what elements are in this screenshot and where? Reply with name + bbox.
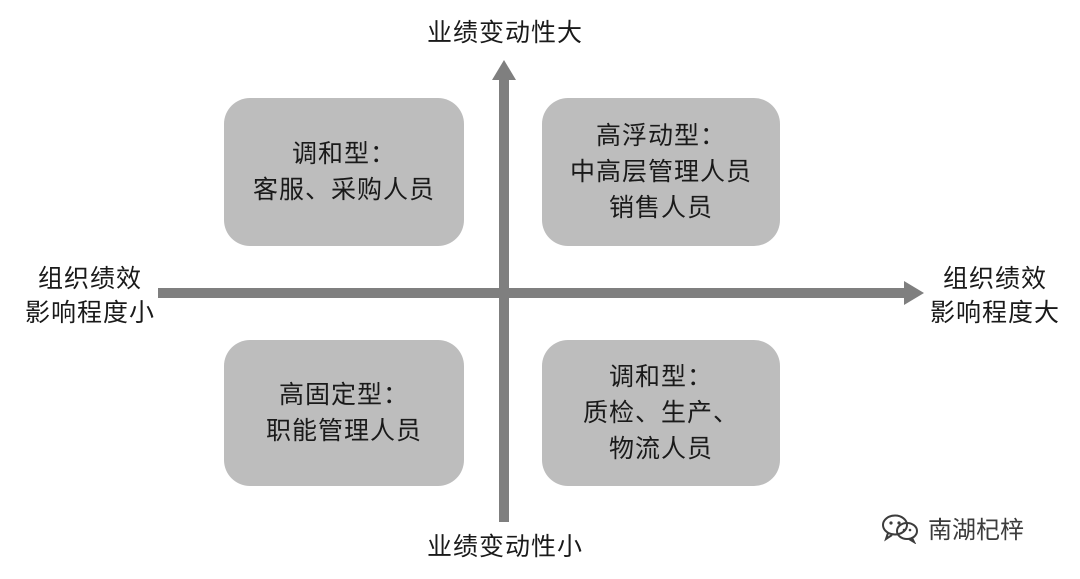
watermark: 南湖杞梓 xyxy=(880,510,1024,545)
axis-label-top: 业绩变动性大 xyxy=(426,18,583,47)
wechat-icon xyxy=(882,514,918,544)
quadrant-top-left: 调和型： 客服、采购人员 xyxy=(224,98,464,246)
quadrant-top-right: 高浮动型： 中高层管理人员 销售人员 xyxy=(542,98,780,246)
axis-label-right-line2: 影响程度大 xyxy=(929,298,1060,327)
horizontal-axis xyxy=(158,288,908,298)
quadrant-title: 高浮动型： xyxy=(595,121,726,150)
axis-label-bottom: 业绩变动性小 xyxy=(426,532,583,561)
quadrant-title: 调和型： xyxy=(291,139,396,168)
axis-label-right-line1: 组织绩效 xyxy=(942,264,1047,293)
vertical-axis xyxy=(499,78,509,522)
quadrant-line: 中高层管理人员 xyxy=(569,157,752,186)
axis-label-left-line2: 影响程度小 xyxy=(24,298,155,327)
quadrant-bottom-right: 调和型： 质检、生产、 物流人员 xyxy=(542,340,780,486)
quadrant-line: 客服、采购人员 xyxy=(252,175,435,204)
axis-label-right: 组织绩效 影响程度大 xyxy=(920,262,1070,330)
quadrant-title: 高固定型： xyxy=(278,380,409,409)
vertical-axis-arrowhead xyxy=(492,60,516,80)
quadrant-line: 物流人员 xyxy=(608,434,713,463)
horizontal-axis-arrowhead xyxy=(904,281,924,305)
quadrant-title: 调和型： xyxy=(608,362,713,391)
axis-label-left-line1: 组织绩效 xyxy=(37,264,142,293)
quadrant-line: 销售人员 xyxy=(608,193,713,222)
axis-label-left: 组织绩效 影响程度小 xyxy=(20,262,160,330)
quadrant-line: 质检、生产、 xyxy=(582,398,739,427)
watermark-text: 南湖杞梓 xyxy=(928,516,1024,544)
quadrant-bottom-left: 高固定型： 职能管理人员 xyxy=(224,340,464,486)
quadrant-line: 职能管理人员 xyxy=(265,416,422,445)
